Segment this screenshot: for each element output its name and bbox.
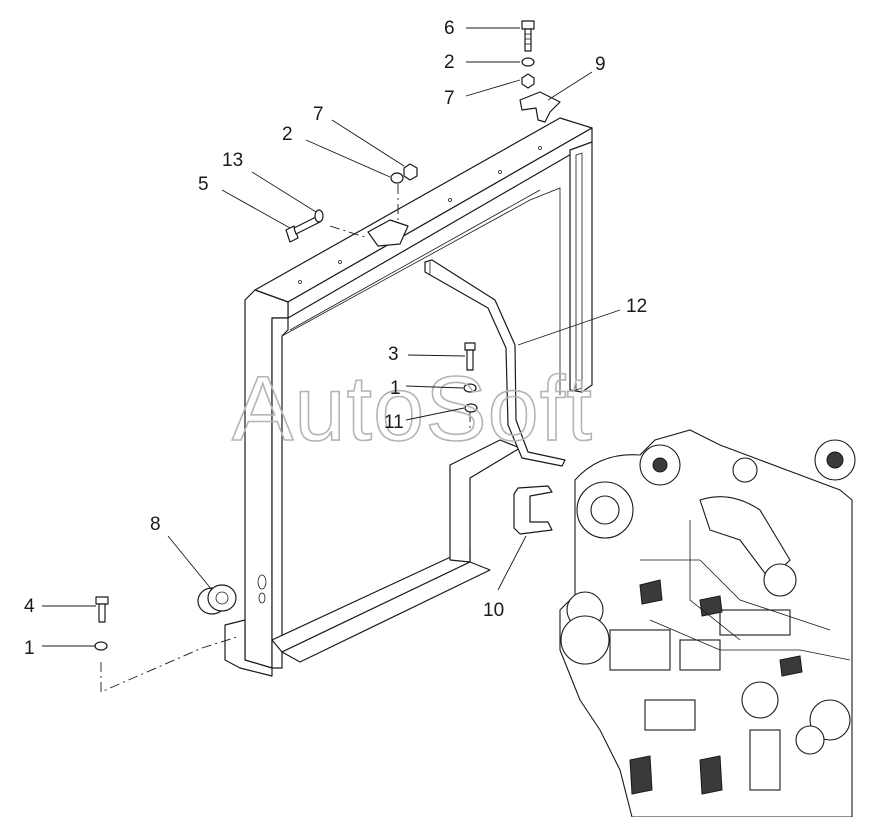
- radiator-frame: [224, 117, 593, 677]
- callout-2: 2: [282, 124, 293, 145]
- stay-bar-part-12: [424, 259, 566, 467]
- engine-assembly: [559, 429, 856, 817]
- callout-2: 2: [444, 52, 455, 73]
- washer-part-11: [464, 403, 478, 413]
- nut-part-7-beam: [403, 163, 418, 181]
- washer-part-1-bottom: [94, 641, 108, 651]
- callout-1: 1: [390, 378, 401, 399]
- bolt-part-5: [285, 215, 321, 243]
- callout-7: 7: [444, 88, 455, 109]
- callout-13: 13: [222, 150, 243, 171]
- watermark: AutoSoft: [232, 358, 593, 460]
- callout-3: 3: [388, 344, 399, 365]
- callout-10: 10: [483, 600, 504, 621]
- bolt-part-4: [95, 596, 109, 623]
- bracket-part-9: [519, 91, 561, 123]
- nut-part-7-top: [521, 73, 535, 89]
- callout-11: 11: [384, 412, 404, 433]
- callout-7: 7: [313, 104, 324, 125]
- callout-labels: 6 2 9 7 7 2 13 5 12 3 1 11 8 10 4 1: [24, 18, 647, 659]
- washer-part-13: [314, 209, 324, 223]
- bolt-part-6: [521, 20, 535, 52]
- callout-5: 5: [198, 174, 209, 195]
- callout-6: 6: [444, 18, 455, 39]
- callout-8: 8: [150, 514, 161, 535]
- grommet-part-8: [197, 584, 237, 615]
- washer-part-2-beam: [390, 172, 404, 184]
- callout-9: 9: [595, 54, 606, 75]
- bolt-part-3: [464, 342, 476, 371]
- leader-lines: [42, 27, 621, 647]
- bracket-part-10: [513, 485, 553, 535]
- callout-12: 12: [626, 296, 647, 317]
- washer-part-1-mid: [463, 383, 477, 393]
- callout-1: 1: [24, 638, 35, 659]
- washer-part-2-top: [521, 57, 535, 67]
- assembly-line: [100, 635, 241, 693]
- assembly-line-bolt5: [329, 225, 369, 239]
- callout-4: 4: [24, 596, 35, 617]
